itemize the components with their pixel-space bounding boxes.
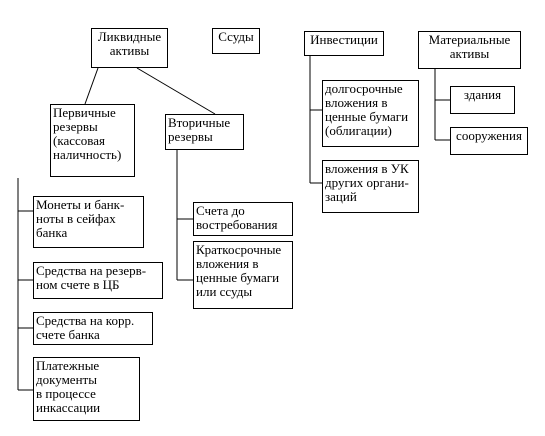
node-structures-label: сооружения xyxy=(456,128,522,143)
node-coins-banknotes-label: Монеты и банк- ноты в сейфах банка xyxy=(36,197,125,240)
node-material-assets: Материальные активы xyxy=(418,31,521,69)
node-demand-accounts: Счета до востребования xyxy=(193,202,293,236)
node-primary-reserves-label: Первичные резервы (кассовая наличность) xyxy=(53,105,122,162)
node-short-term-investments: Краткосрочные вложения в ценные бумаги и… xyxy=(193,241,293,309)
node-investments: Инвестиции xyxy=(304,31,384,56)
node-payment-documents-label: Платежные документы в процессе инкассаци… xyxy=(36,358,101,415)
node-long-term-investments: долгосрочные вложения в ценные бумаги (о… xyxy=(322,80,419,147)
node-corr-account-label: Средства на корр. счете банка xyxy=(36,313,135,342)
node-short-term-investments-label: Краткосрочные вложения в ценные бумаги и… xyxy=(196,242,282,299)
node-uk-investments-label: вложения в УК других органи- заций xyxy=(325,161,409,204)
node-corr-account: Средства на корр. счете банка xyxy=(33,312,153,345)
node-long-term-investments-label: долгосрочные вложения в ценные бумаги (о… xyxy=(325,81,409,138)
node-coins-banknotes: Монеты и банк- ноты в сейфах банка xyxy=(33,196,144,248)
node-secondary-reserves: Вторичные резервы xyxy=(165,114,244,150)
node-liquid-assets-label: Ликвидные активы xyxy=(97,29,162,58)
node-investments-label: Инвестиции xyxy=(310,32,378,47)
node-buildings-label: здания xyxy=(463,87,502,102)
node-loans: Ссуды xyxy=(212,28,260,54)
node-cb-reserve-account-label: Средства на резерв- ном счете в ЦБ xyxy=(36,263,147,292)
node-liquid-assets: Ликвидные активы xyxy=(91,28,168,68)
node-demand-accounts-label: Счета до востребования xyxy=(196,203,278,232)
node-secondary-reserves-label: Вторичные резервы xyxy=(168,115,231,144)
node-primary-reserves: Первичные резервы (кассовая наличность) xyxy=(50,104,135,177)
node-buildings: здания xyxy=(450,86,515,114)
node-material-assets-label: Материальные активы xyxy=(428,32,511,61)
node-cb-reserve-account: Средства на резерв- ном счете в ЦБ xyxy=(33,262,163,299)
node-loans-label: Ссуды xyxy=(218,29,254,44)
node-structures: сооружения xyxy=(450,127,528,155)
node-payment-documents: Платежные документы в процессе инкассаци… xyxy=(33,357,140,421)
node-uk-investments: вложения в УК других органи- заций xyxy=(322,160,419,213)
